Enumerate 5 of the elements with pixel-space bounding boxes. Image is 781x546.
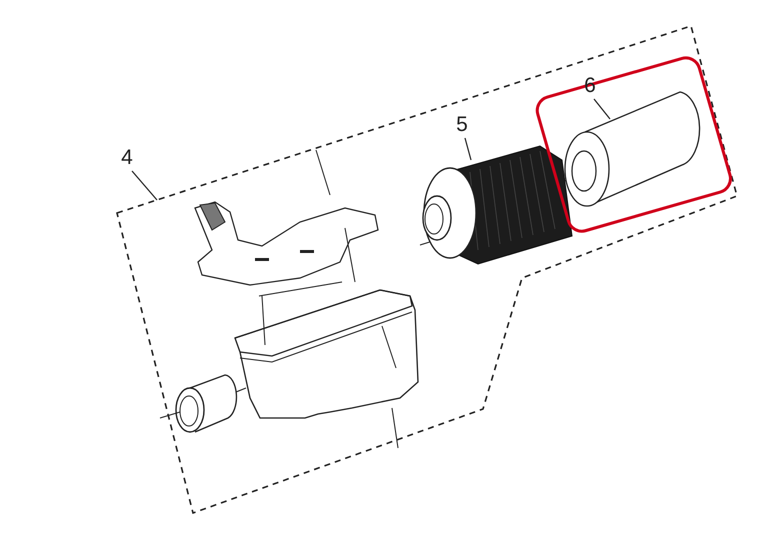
leader-line (132, 170, 158, 200)
leader-line (464, 138, 472, 160)
leader-line (594, 98, 610, 120)
callout-number: 5 (455, 114, 469, 136)
callout-number: 4 (120, 147, 134, 169)
